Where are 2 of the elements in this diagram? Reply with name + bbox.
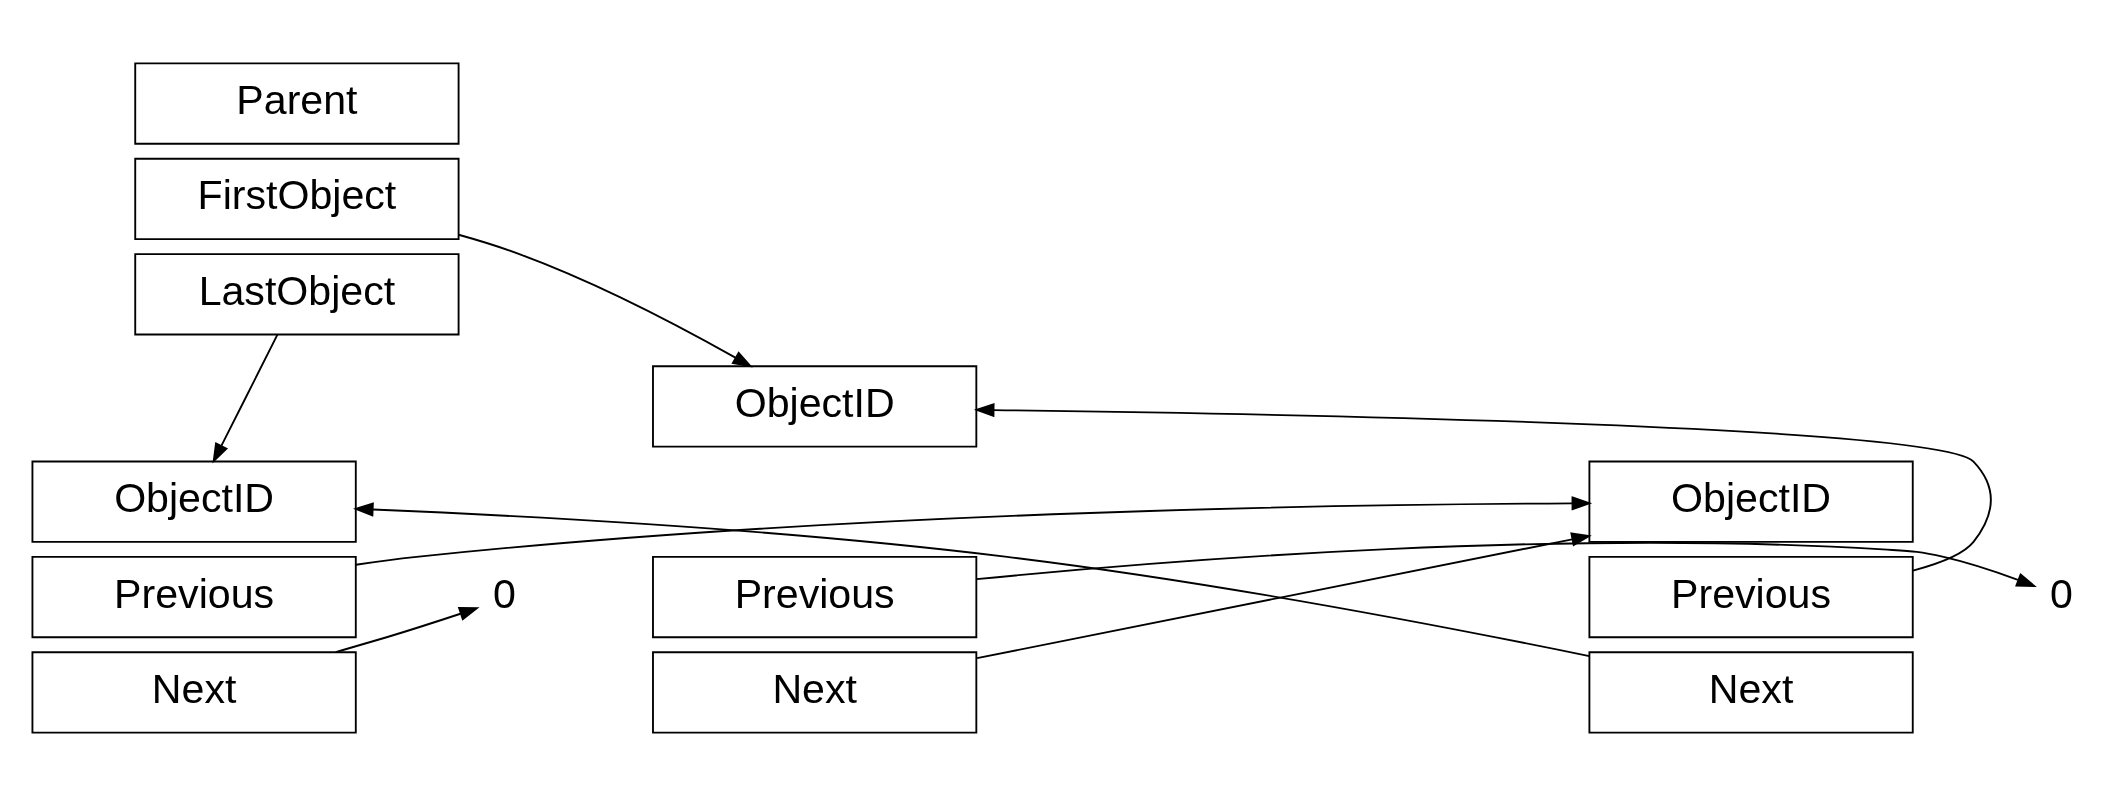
node-text: 0 (2049, 570, 2073, 617)
node-text: 0 (492, 570, 516, 617)
